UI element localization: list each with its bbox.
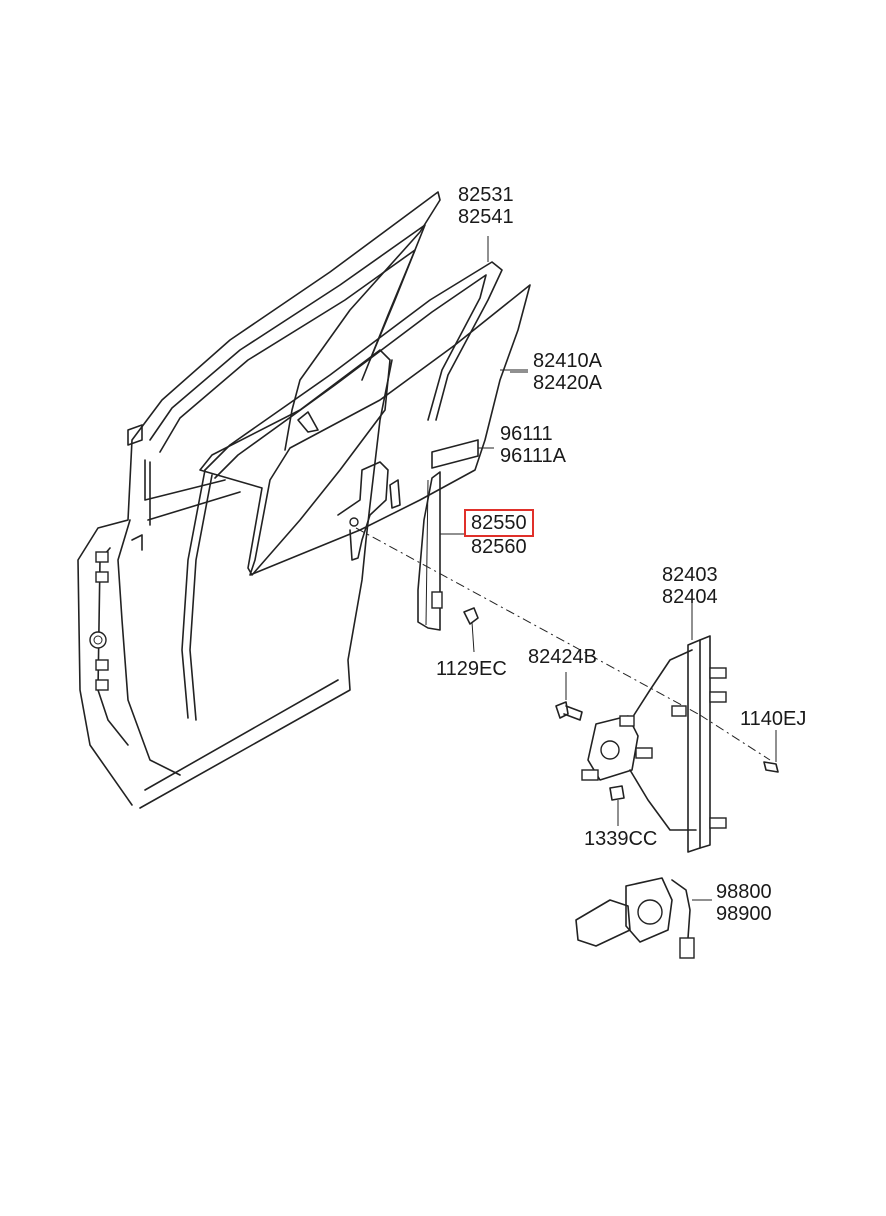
bolt-1140ej bbox=[763, 730, 779, 773]
nut-1339cc bbox=[609, 785, 625, 826]
glass-channel-bracket bbox=[337, 461, 401, 561]
label-96111 bbox=[431, 439, 494, 469]
part-label-82424b[interactable]: 82424B bbox=[528, 646, 597, 668]
part-label-82550[interactable]: 82550 bbox=[464, 509, 534, 537]
glass-run-82531 bbox=[204, 236, 503, 479]
door-panel bbox=[77, 191, 441, 809]
window-regulator-82403 bbox=[581, 612, 727, 853]
part-label-82420a[interactable]: 82420A bbox=[533, 372, 602, 394]
part-label-82560[interactable]: 82560 bbox=[471, 536, 527, 558]
bolt-82424b bbox=[555, 672, 583, 721]
bolt-1129ec bbox=[463, 607, 479, 653]
part-label-82531[interactable]: 82531 bbox=[458, 184, 514, 206]
part-label-1129ec[interactable]: 1129EC bbox=[436, 658, 507, 680]
part-label-82404[interactable]: 82404 bbox=[662, 586, 718, 608]
part-label-96111[interactable]: 96111 bbox=[500, 423, 553, 445]
part-label-96111a[interactable]: 96111A bbox=[500, 445, 566, 467]
part-label-1339cc[interactable]: 1339CC bbox=[584, 828, 658, 850]
rear-channel-82550 bbox=[417, 471, 464, 631]
part-label-1140ej[interactable]: 1140EJ bbox=[740, 708, 807, 730]
regulator-motor-98800 bbox=[575, 877, 712, 959]
part-label-98800[interactable]: 98800 bbox=[716, 881, 772, 903]
part-label-82403[interactable]: 82403 bbox=[662, 564, 718, 586]
part-label-82410a[interactable]: 82410A bbox=[533, 350, 602, 372]
part-label-98900[interactable]: 98900 bbox=[716, 903, 772, 925]
part-label-82541[interactable]: 82541 bbox=[458, 206, 514, 228]
